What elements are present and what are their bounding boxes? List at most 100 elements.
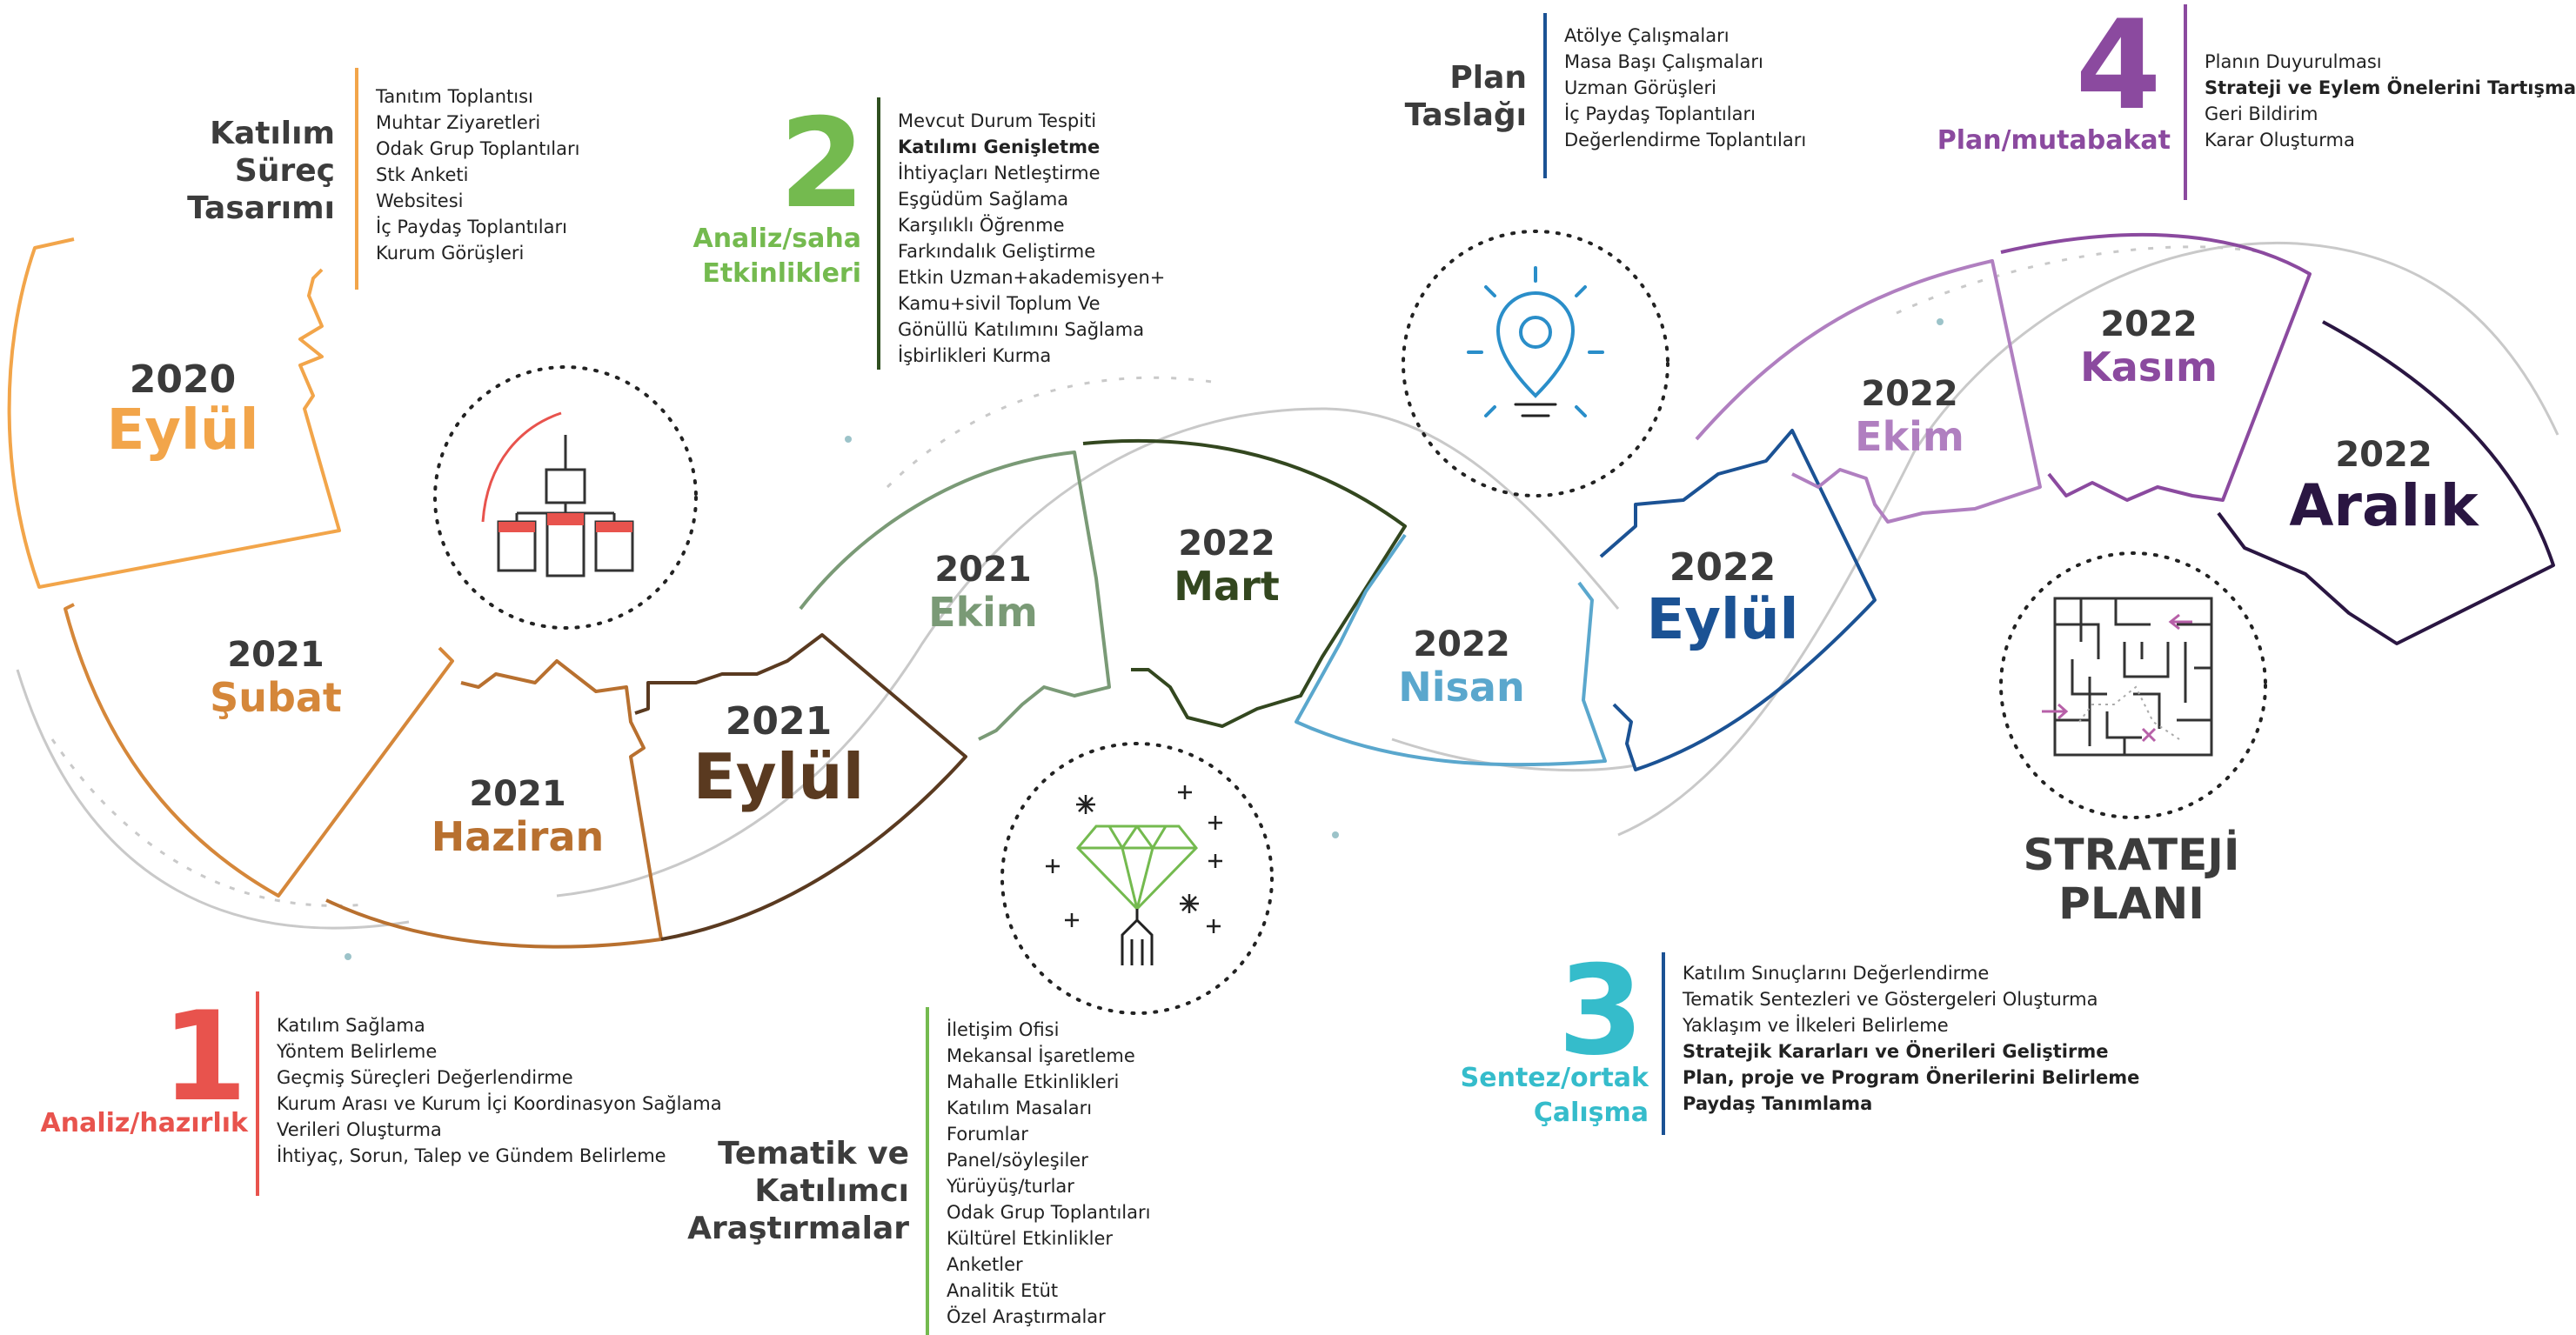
list-item: Karşılıklı Öğrenme <box>898 215 1065 236</box>
list-item: İhtiyaç, Sorun, Talep ve Gündem Belirlem… <box>277 1145 666 1166</box>
list-item: Farkındalık Geliştirme <box>898 241 1096 262</box>
phase-1-label: Analiz/hazırlık <box>40 1108 248 1138</box>
list-item: Katılımı Genişletme <box>898 137 1101 157</box>
timeline-segment-2022-ekim: 2022 Ekim <box>1805 374 2014 459</box>
list-item: Kültürel Etkinlikler <box>947 1228 1114 1249</box>
title-line: Katılım <box>210 116 335 151</box>
list-item: İşbirlikleri Kurma <box>898 345 1052 366</box>
list-item: Panel/söyleşiler <box>947 1150 1088 1171</box>
tematik-section-title: Tematik ve Katılımcı Araştırmalar <box>644 1135 909 1247</box>
list-item: Mahalle Etkinlikleri <box>947 1071 1120 1092</box>
list-item: Kurum Arası ve Kurum İçi Koordinasyon Sa… <box>277 1093 722 1114</box>
label-line: Analiz/saha <box>693 224 861 254</box>
list-item: Tematik Sentezleri ve Göstergeleri Oluşt… <box>1683 989 2098 1010</box>
timeline-segment-2022-aralik: 2022 Aralık <box>2262 435 2506 537</box>
segment-year: 2022 <box>2100 304 2198 344</box>
plan-taslagi-title: Plan Taslağı <box>1357 59 1527 134</box>
list-item: Karar Oluşturma <box>2205 130 2355 150</box>
timeline-segment-outline <box>2217 320 2555 645</box>
list-item: Anketler <box>947 1254 1023 1275</box>
segment-year: 2022 <box>1861 374 1958 414</box>
segment-year: 2022 <box>1669 545 1776 590</box>
segment-month: Mart <box>1174 563 1280 610</box>
title-line: STRATEJİ <box>2023 830 2240 880</box>
timeline-segment-2022-mart: 2022 Mart <box>1122 524 1331 609</box>
segment-month: Eylül <box>1646 588 1799 652</box>
list-item: Verileri Oluşturma <box>277 1119 442 1140</box>
list-item: Stratejik Kararları ve Önerileri Gelişti… <box>1683 1041 2109 1062</box>
list-item: Katılım Masaları <box>947 1098 1093 1118</box>
phase-1-number: 1 <box>161 985 248 1129</box>
segment-month: Şubat <box>210 674 342 721</box>
phase-2-label: Analiz/saha Etkinlikleri <box>661 222 861 291</box>
list-item: Strateji ve Eylem Önelerini Tartışma <box>2205 77 2576 98</box>
list-item: Masa Başı Çalışmaları <box>1564 51 1763 72</box>
list-item: Forumlar <box>947 1124 1028 1145</box>
phase-4-label: Plan/mutabakat <box>1937 125 2171 156</box>
lightbulb-location-icon <box>1402 230 1669 497</box>
phase-3-number: 3 <box>1557 939 1644 1083</box>
segment-month: Haziran <box>431 813 605 860</box>
list-item: Geçmiş Süreçleri Değerlendirme <box>277 1067 573 1088</box>
label-line: Etkinlikleri <box>702 258 861 289</box>
tematik-list: İletişim Ofisi Mekansal İşaretleme Mahal… <box>927 1013 1150 1333</box>
label-line: Sentez/ortak <box>1460 1063 1649 1093</box>
timeline-segment-outline <box>1295 533 1607 767</box>
segment-year: 2022 <box>1413 624 1510 664</box>
timeline-segment-2022-kasim: 2022 Kasım <box>2044 304 2253 390</box>
timeline-segment-outline <box>325 659 663 949</box>
segment-year: 2021 <box>227 635 325 675</box>
phase-4-list: Planın Duyurulması Strateji ve Eylem Öne… <box>2185 45 2576 157</box>
list-item: Tanıtım Toplantısı <box>376 86 533 107</box>
list-item: İç Paydaş Toplantıları <box>376 217 567 237</box>
segment-month: Eylül <box>693 740 865 813</box>
timeline-segment-outline <box>1082 438 1407 728</box>
segment-year: 2021 <box>934 550 1032 590</box>
list-item: Katılım Sınuçlarını Değerlendirme <box>1683 963 1990 984</box>
timeline-segment-2022-eylul: 2022 Eylül <box>1618 546 1827 651</box>
segment-year: 2021 <box>469 774 566 814</box>
timeline-segment-outline <box>1599 429 1877 771</box>
timeline-segment-outline <box>634 633 967 941</box>
org-chart-icon <box>433 365 698 630</box>
timeline-segment-outline <box>7 237 341 589</box>
segment-year: 2020 <box>129 357 237 402</box>
phase-1-list: Katılım Sağlama Yöntem Belirleme Geçmiş … <box>258 1009 722 1172</box>
timeline-segment-2020-eylul: 2020 Eylül <box>65 357 300 463</box>
title-line: Araştırmalar <box>687 1211 909 1246</box>
list-item: Yöntem Belirleme <box>277 1041 438 1062</box>
title-line: Süreç <box>234 153 335 189</box>
list-item: Mekansal İşaretleme <box>947 1045 1135 1066</box>
segment-year: 2022 <box>2335 435 2432 475</box>
list-item: İhtiyaçları Netleştirme <box>898 163 1101 184</box>
list-item: Özel Araştırmalar <box>947 1306 1106 1327</box>
label-line: Çalışma <box>1533 1098 1649 1128</box>
title-line: PLANI <box>2058 878 2205 929</box>
list-item: Muhtar Ziyaretleri <box>376 112 541 133</box>
strateji-plani-title: STRATEJİ PLANI <box>2001 831 2262 928</box>
list-item: Yaklaşım ve İlkeleri Belirleme <box>1683 1015 1949 1036</box>
plan-taslagi-list: Atölye Çalışmaları Masa Başı Çalışmaları… <box>1545 19 1806 157</box>
list-item: Yürüyüş/turlar <box>947 1176 1074 1197</box>
title-line: Taslağı <box>1404 97 1527 133</box>
list-item: Kurum Görüşleri <box>376 243 525 264</box>
list-item: Plan, proje ve Program Önerilerini Belir… <box>1683 1067 2140 1088</box>
list-item: Odak Grup Toplantıları <box>947 1202 1151 1223</box>
timeline-segment-2022-nisan: 2022 Nisan <box>1357 624 1566 710</box>
segment-month: Eylül <box>106 398 259 463</box>
timeline-segment-2021-eylul: 2021 Eylül <box>670 699 887 813</box>
list-item: Stk Anketi <box>376 164 469 185</box>
timeline-segment-2021-subat: 2021 Şubat <box>167 635 385 720</box>
segment-year: 2021 <box>725 699 833 744</box>
phase-3-list: Katılım Sınuçlarını Değerlendirme Temati… <box>1663 957 2139 1120</box>
phase-4-number: 4 <box>2075 0 2162 137</box>
timeline-segment-outline <box>64 603 454 898</box>
list-item: Eşgüdüm Sağlama <box>898 189 1069 210</box>
list-item: Gönüllü Katılımını Sağlama <box>898 319 1145 340</box>
title-line: Katılımcı <box>754 1173 909 1209</box>
list-item: Analitik Etüt <box>947 1280 1059 1301</box>
guide-curves <box>16 241 2559 930</box>
phase-3-label: Sentez/ortak Çalışma <box>1383 1061 1649 1131</box>
list-item: Uzman Görüşleri <box>1564 77 1716 98</box>
